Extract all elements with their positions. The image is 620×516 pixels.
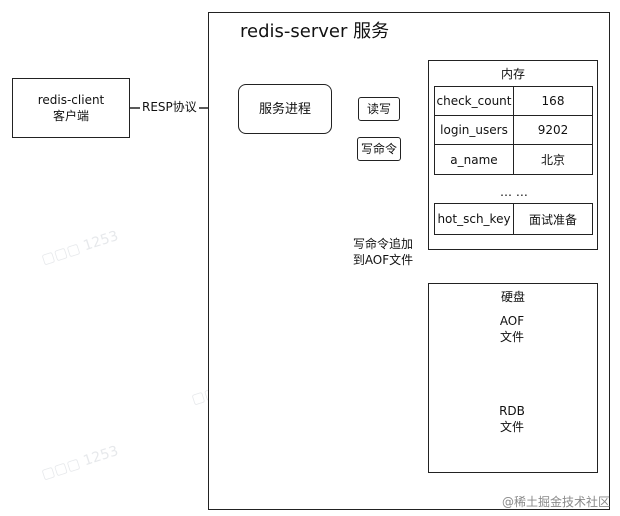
append-line-1: 写命令追加 bbox=[352, 237, 413, 251]
client-label: 客户端 bbox=[52, 109, 89, 123]
memory-key-check-count: check_count bbox=[434, 86, 514, 116]
memory-key-a-name: a_name bbox=[434, 144, 514, 175]
write-command-box: 写命令 bbox=[357, 137, 401, 161]
server-title: redis-server 服务 bbox=[240, 21, 390, 42]
rdb-type: 文件 bbox=[499, 420, 524, 434]
memory-title: 内存 bbox=[500, 67, 525, 81]
disk-title: 硬盘 bbox=[500, 290, 525, 304]
client-name: redis-client bbox=[37, 93, 105, 107]
memory-value-check-count: 168 bbox=[513, 86, 593, 116]
rdb-name: RDB bbox=[499, 404, 525, 418]
service-process-box: 服务进程 bbox=[238, 84, 332, 134]
append-aof-label: 写命令追加 到AOF文件 bbox=[346, 236, 420, 268]
aof-name: AOF bbox=[499, 314, 525, 328]
redis-client-box: redis-client 客户端 bbox=[12, 78, 130, 138]
aof-file: AOF 文件 bbox=[468, 314, 556, 344]
memory-value-hot-sch-key: 面试准备 bbox=[513, 203, 593, 235]
read-write-box: 读写 bbox=[358, 97, 400, 121]
memory-ellipsis: … … bbox=[500, 185, 528, 199]
memory-value-a-name: 北京 bbox=[513, 144, 593, 175]
memory-key-hot-sch-key: hot_sch_key bbox=[434, 203, 514, 235]
footer-text: @稀土掘金技术社区 bbox=[501, 495, 610, 509]
aof-type: 文件 bbox=[499, 330, 524, 344]
disk-panel bbox=[428, 283, 598, 473]
resp-protocol-label: RESP协议 bbox=[140, 99, 199, 115]
footer-credit: @稀土掘金技术社区 bbox=[502, 493, 610, 510]
memory-value-login-users: 9202 bbox=[513, 115, 593, 145]
memory-key-login-users: login_users bbox=[434, 115, 514, 145]
rdb-file: RDB 文件 bbox=[468, 404, 556, 434]
append-line-2: 到AOF文件 bbox=[352, 253, 414, 267]
